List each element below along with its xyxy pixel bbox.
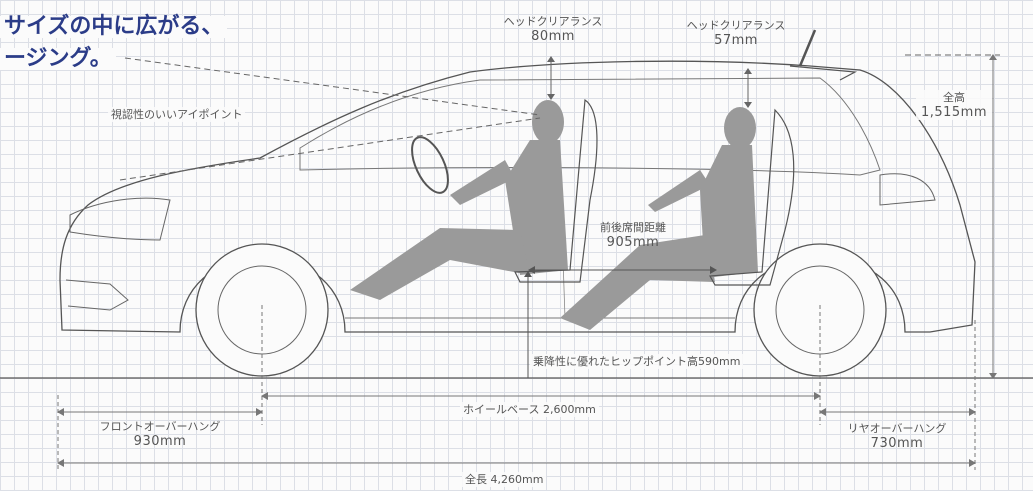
rear-headroom-title: ヘッドクリアランス	[686, 19, 786, 32]
length-label: 全長 4,260mm	[462, 472, 547, 487]
eye-point-label: 視認性のいいアイポイント	[108, 107, 246, 122]
tail-light	[879, 173, 936, 206]
front-overhang-value: 930mm	[133, 434, 187, 449]
front-bumper-detail	[65, 279, 129, 311]
rear-seat	[709, 108, 795, 286]
roof-spoiler	[789, 65, 858, 81]
front-headroom-label: ヘッドクリアランス 80mm	[503, 14, 603, 44]
antenna	[798, 29, 817, 67]
rear-overhang-value: 730mm	[870, 436, 924, 451]
headline-line-1: サイズの中に広がる、	[0, 16, 228, 38]
rear-headroom-value: 57mm	[714, 33, 758, 48]
wheelbase-label: ホイールベース 2,600mm	[460, 402, 599, 417]
rear-overhang-label: リヤオーバーハング 730mm	[822, 421, 972, 451]
height-title: 全高	[943, 91, 965, 104]
rear-occupant-silhouette	[560, 107, 758, 330]
front-overhang-label: フロントオーバーハング 930mm	[85, 419, 235, 449]
rear-headroom-label: ヘッドクリアランス 57mm	[686, 18, 786, 48]
front-headroom-value: 80mm	[531, 29, 575, 44]
couple-distance-label: 前後席間距離 905mm	[588, 220, 678, 250]
rear-overhang-title: リヤオーバーハング	[847, 422, 947, 435]
headline-line-2: ージング。	[0, 48, 116, 70]
couple-distance-title: 前後席間距離	[600, 221, 666, 234]
couple-distance-value: 905mm	[606, 235, 660, 250]
car-body-outline	[59, 60, 976, 333]
hip-point-label: 乗降性に優れたヒップポイント高590mm	[530, 354, 744, 369]
front-overhang-title: フロントオーバーハング	[99, 420, 221, 433]
front-seat	[514, 98, 598, 283]
eye-point-dashed-line	[119, 117, 541, 181]
steering-wheel	[411, 136, 449, 194]
rear-wheel	[753, 243, 887, 377]
front-occupant-silhouette	[350, 100, 568, 300]
height-label: 全高 1,515mm	[916, 90, 992, 120]
front-headroom-title: ヘッドクリアランス	[503, 15, 603, 28]
height-value: 1,515mm	[920, 105, 988, 120]
headlight	[69, 197, 171, 241]
